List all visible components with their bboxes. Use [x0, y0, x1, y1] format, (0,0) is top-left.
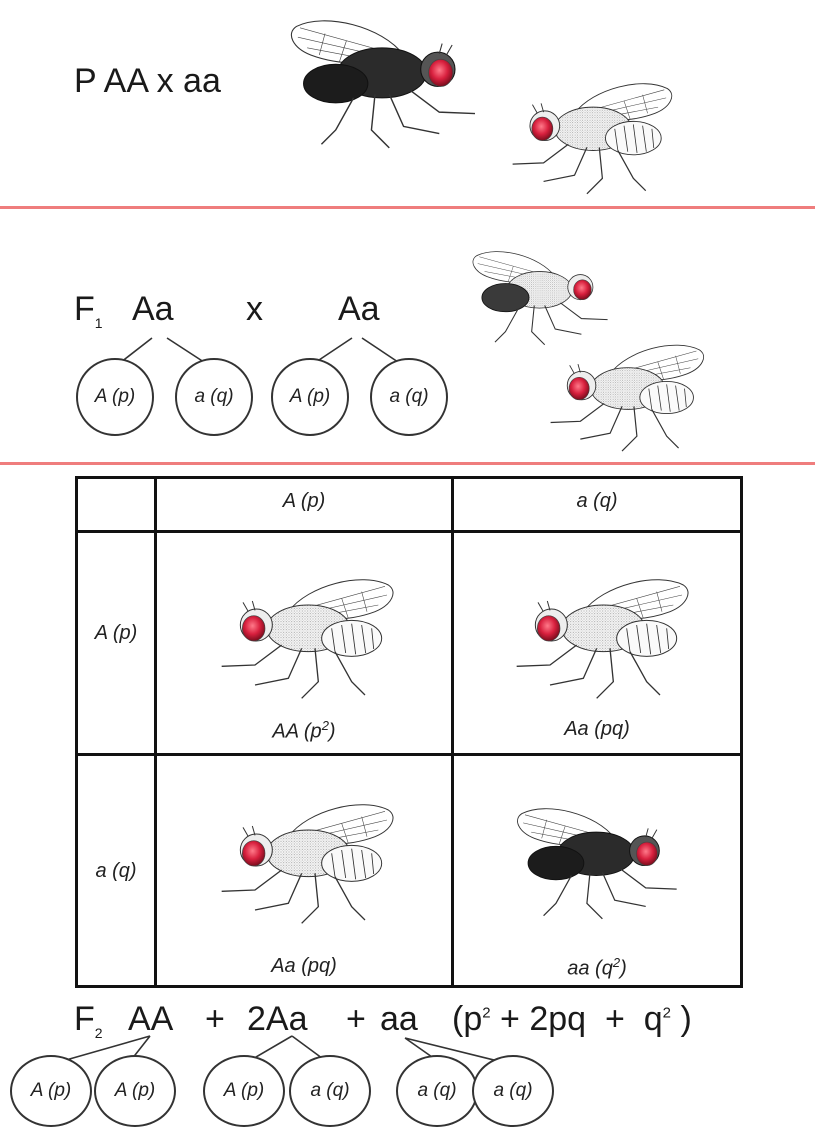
row-header-1: A (p) — [78, 622, 154, 645]
f1-subscript: 1 — [95, 315, 103, 331]
col-header-2: a (q) — [454, 490, 740, 513]
f2-plus-1: + — [205, 1000, 225, 1039]
f2-gamete-5: a (q) — [396, 1055, 478, 1127]
f2-gamete-4: a (q) — [289, 1055, 371, 1127]
grid-border-left — [75, 476, 78, 988]
grid-line-header-row — [75, 530, 743, 533]
parental-cross-label: P AA x aa — [74, 62, 221, 101]
cell-fly-Aa-bottom — [170, 790, 440, 930]
cell-fly-AA — [170, 565, 440, 705]
f1-fly-bottom-illustration — [495, 332, 755, 457]
f2-subscript: 2 — [95, 1025, 103, 1041]
grid-border-top — [75, 476, 743, 479]
f1-gamete-4: a (q) — [370, 358, 448, 436]
cell-label-AA: AA (p2) — [157, 718, 451, 744]
f1-gamete-1: A (p) — [76, 358, 154, 436]
grid-border-right — [740, 476, 743, 988]
f1-label: F1 — [74, 290, 103, 329]
f2-term-AA: AA — [128, 1000, 173, 1039]
f2-gamete-2: A (p) — [94, 1055, 176, 1127]
f2-term-aa: aa — [380, 1000, 418, 1039]
parental-label: P — [74, 62, 96, 100]
f1-genotype-right: Aa — [338, 290, 380, 329]
f2-gamete-3: A (p) — [203, 1055, 285, 1127]
f2-plus-2: + — [346, 1000, 366, 1039]
f2-term-2Aa: 2Aa — [247, 1000, 308, 1039]
f1-gamete-2: a (q) — [175, 358, 253, 436]
cell-label-Aa-bottom: Aa (pq) — [157, 955, 451, 978]
parental-cross: AA x aa — [104, 62, 221, 100]
grid-line-middle-row — [75, 753, 743, 756]
row-header-2: a (q) — [78, 860, 154, 883]
f2-gamete-6: a (q) — [472, 1055, 554, 1127]
f1-cross-sign: x — [246, 290, 263, 329]
cell-fly-Aa-top — [465, 565, 735, 705]
red-eyed-fly-illustration — [455, 70, 725, 200]
divider-bottom — [0, 462, 815, 465]
cell-label-aa: aa (q2) — [454, 955, 740, 981]
f2-label: F2 — [74, 1000, 103, 1039]
hardy-weinberg-equation: (p2 + 2pq + q2 ) — [452, 1000, 692, 1039]
divider-top — [0, 206, 815, 209]
f1-gamete-3: A (p) — [271, 358, 349, 436]
cell-label-Aa-top: Aa (pq) — [454, 718, 740, 741]
cell-fly-aa — [475, 795, 705, 925]
grid-border-bottom — [75, 985, 743, 988]
f1-genotype-left: Aa — [132, 290, 174, 329]
f2-gamete-1: A (p) — [10, 1055, 92, 1127]
col-header-1: A (p) — [157, 490, 451, 513]
